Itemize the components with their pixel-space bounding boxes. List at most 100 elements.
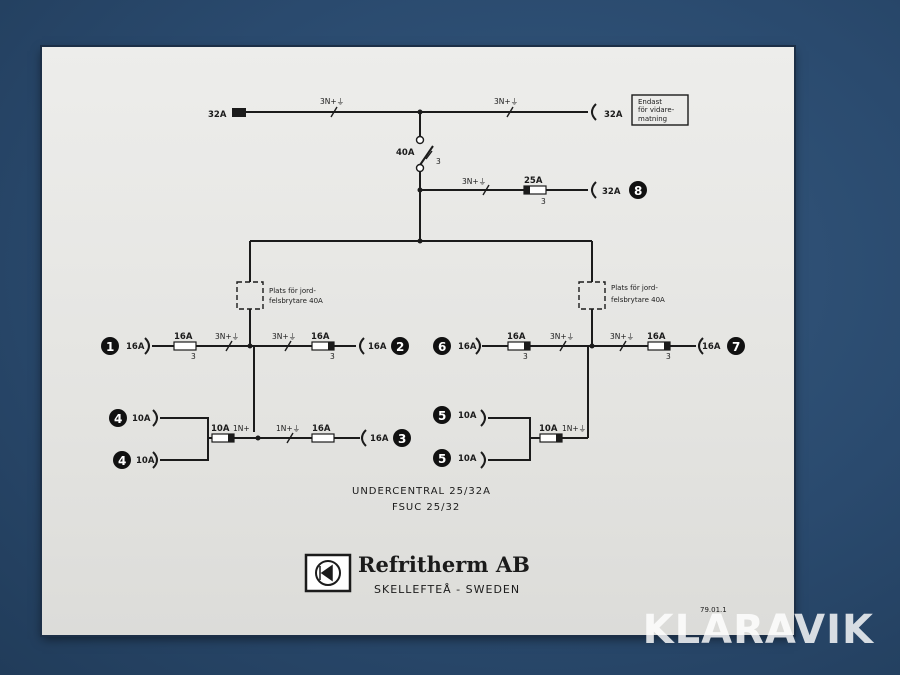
main-switch-blade bbox=[419, 145, 434, 166]
out2-poles: 3 bbox=[330, 352, 335, 361]
fuse-mark bbox=[524, 342, 530, 350]
caption-line1: UNDERCENTRAL 25/32A bbox=[352, 486, 491, 497]
note-line2: för vidare- bbox=[638, 106, 675, 114]
right-sub-fuse-label: 10A bbox=[539, 424, 558, 434]
out6-seg: 3N+⏚ bbox=[550, 332, 574, 341]
out4b-amp: 10A bbox=[136, 456, 155, 466]
note-box bbox=[631, 94, 689, 126]
socket-4a bbox=[152, 409, 158, 427]
fuse-mark bbox=[664, 342, 670, 350]
output-number-2-text: 2 bbox=[396, 340, 404, 354]
socket-4b bbox=[152, 451, 158, 469]
brand-city: SKELLEFTEÅ - SWEDEN bbox=[374, 583, 520, 596]
output-number-5a-text: 5 bbox=[438, 409, 446, 423]
output-number-5b bbox=[433, 449, 451, 467]
output-number-1-text: 1 bbox=[106, 340, 114, 354]
branch8-seg: 3N+⏚ bbox=[462, 177, 486, 186]
out5-bracket bbox=[488, 417, 540, 461]
tick-mark bbox=[330, 106, 338, 118]
right-rcd-placeholder bbox=[578, 281, 606, 310]
socket-3 bbox=[361, 429, 367, 447]
top-output-label: 32A bbox=[604, 110, 623, 120]
fuse-mark bbox=[228, 434, 234, 442]
fuse-mark bbox=[328, 342, 334, 350]
output-number-4b-text: 4 bbox=[118, 454, 126, 468]
top-seg-right: 3N+⏚ bbox=[494, 97, 518, 106]
main-switch-label: 40A bbox=[396, 148, 415, 158]
output-number-1 bbox=[101, 337, 119, 355]
socket-5a bbox=[480, 409, 486, 427]
socket-8 bbox=[591, 181, 597, 199]
socket-7 bbox=[698, 337, 704, 355]
output-number-6-text: 6 bbox=[438, 340, 446, 354]
socket-1 bbox=[144, 337, 150, 355]
output-number-8-text: 8 bbox=[634, 184, 642, 198]
out6-amp: 16A bbox=[458, 342, 477, 352]
output-number-5b-text: 5 bbox=[438, 452, 446, 466]
output-number-3-text: 3 bbox=[398, 432, 406, 446]
brand-name: Refritherm AB bbox=[358, 552, 530, 577]
out1-poles: 3 bbox=[191, 352, 196, 361]
input-label: 32A bbox=[208, 110, 227, 120]
date-stamp: 79.01.1 bbox=[700, 606, 727, 614]
branch8-poles: 3 bbox=[541, 197, 546, 206]
label-plate bbox=[42, 47, 794, 635]
tick-mark bbox=[619, 340, 627, 352]
output-number-4b bbox=[113, 451, 131, 469]
note-line1: Endast bbox=[638, 98, 662, 106]
out7-poles: 3 bbox=[666, 352, 671, 361]
tick-mark bbox=[284, 340, 292, 352]
tick-mark bbox=[559, 340, 567, 352]
tick-mark bbox=[286, 432, 294, 444]
socket-out-top bbox=[591, 103, 597, 121]
socket-2 bbox=[359, 337, 365, 355]
branch8-out: 32A bbox=[602, 187, 621, 197]
out2-amp: 16A bbox=[368, 342, 387, 352]
output-number-8 bbox=[629, 181, 647, 199]
caption-line2: FSUC 25/32 bbox=[392, 502, 460, 513]
tick-mark bbox=[425, 150, 433, 160]
out1-seg: 3N+⏚ bbox=[215, 332, 239, 341]
out7-amp: 16A bbox=[702, 342, 721, 352]
out3-fuse-label: 16A bbox=[312, 424, 331, 434]
socket-5b bbox=[480, 451, 486, 469]
out5b-amp: 10A bbox=[458, 454, 477, 464]
right-rcd-line2: felsbrytare 40A bbox=[611, 296, 665, 304]
main-switch-poles: 3 bbox=[436, 157, 441, 166]
out3-seg: 1N+⏚ bbox=[276, 424, 300, 433]
output-number-2 bbox=[391, 337, 409, 355]
fuse-mark bbox=[524, 186, 530, 194]
right-sub-seg: 1N+⏚ bbox=[562, 424, 586, 433]
output-number-7-text: 7 bbox=[732, 340, 740, 354]
switch-contact-bottom bbox=[415, 163, 425, 173]
out3-amp: 16A bbox=[370, 434, 389, 444]
out6-fuse-label: 16A bbox=[507, 332, 526, 342]
out6-poles: 3 bbox=[523, 352, 528, 361]
out1-amp: 16A bbox=[126, 342, 145, 352]
out1-fuse bbox=[173, 341, 197, 351]
left-sub-fuse-label: 10A bbox=[211, 424, 230, 434]
out2-seg: 3N+⏚ bbox=[272, 332, 296, 341]
out7-seg: 3N+⏚ bbox=[610, 332, 634, 341]
switch-contact-top bbox=[415, 135, 425, 145]
out2-fuse-label: 16A bbox=[311, 332, 330, 342]
out1-fuse-label: 16A bbox=[174, 332, 193, 342]
top-seg-left: 3N+⏚ bbox=[320, 97, 344, 106]
output-number-7 bbox=[727, 337, 745, 355]
left-rcd-line2: felsbrytare 40A bbox=[269, 297, 323, 305]
input-plug bbox=[232, 108, 246, 117]
left-rcd-placeholder bbox=[236, 281, 264, 310]
socket-6 bbox=[475, 337, 481, 355]
note-line3: matning bbox=[638, 115, 667, 123]
right-rcd-line1: Plats för jord- bbox=[611, 284, 658, 292]
out3-fuse bbox=[311, 433, 335, 443]
left-sub-seg: 1N+ bbox=[233, 424, 250, 433]
tick-mark bbox=[225, 340, 233, 352]
out4-bracket bbox=[160, 417, 212, 461]
output-number-4a bbox=[109, 409, 127, 427]
output-number-6 bbox=[433, 337, 451, 355]
tick-mark bbox=[482, 184, 490, 196]
out5a-amp: 10A bbox=[458, 411, 477, 421]
out7-fuse-label: 16A bbox=[647, 332, 666, 342]
output-number-3 bbox=[393, 429, 411, 447]
